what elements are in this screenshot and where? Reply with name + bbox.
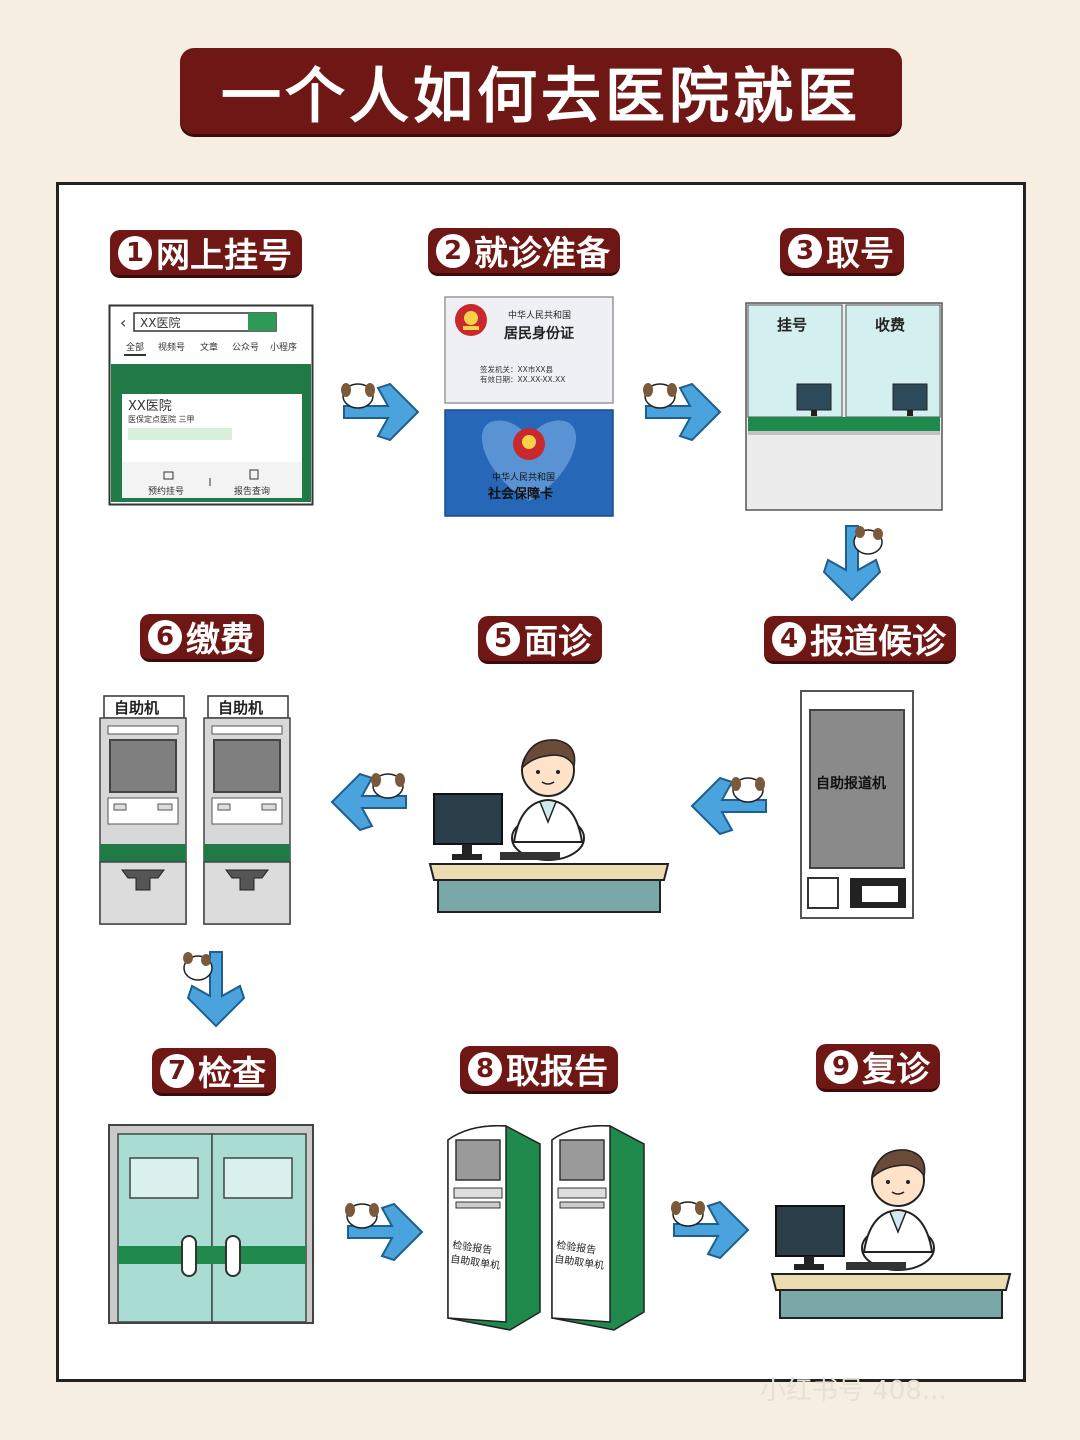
arrow-right-icon xyxy=(345,1202,424,1262)
step-8-number: 8 xyxy=(468,1051,502,1086)
checkin-kiosk-label: 自助报道机 xyxy=(816,775,886,792)
payment-kiosks-illustration: 自助机 自助机 xyxy=(99,695,291,925)
phone-search-illustration: ‹ XX医院 全部 视频号 文章 公众号 小程序 XX医院 医保定点医院 三甲 … xyxy=(108,304,314,506)
back-icon: ‹ xyxy=(120,313,126,332)
tab-article: 文章 xyxy=(200,341,218,353)
tab-all: 全部 xyxy=(126,341,144,353)
arrow-right-icon xyxy=(341,382,420,442)
door-handle-icon xyxy=(181,1235,197,1277)
report-machine-left: 检验报告 自助取单机 xyxy=(447,1125,541,1331)
id-card-country: 中华人民共和国 xyxy=(508,309,571,321)
step-3-number: 3 xyxy=(788,233,822,268)
hospital-tags: 医保定点医院 三甲 xyxy=(128,414,195,424)
social-card-country: 中华人民共和国 xyxy=(492,471,555,483)
computer-monitor-icon xyxy=(433,793,503,845)
watermark: 小红书号 408... xyxy=(760,1376,947,1406)
payment-kiosk-left-label: 自助机 xyxy=(114,699,159,717)
monitor-icon xyxy=(796,383,832,411)
arrow-right-icon xyxy=(671,1200,750,1260)
arrow-down-icon xyxy=(822,525,883,602)
tab-miniapp: 小程序 xyxy=(270,341,297,353)
page-title: 一个人如何去医院就医 xyxy=(180,48,902,134)
step-1-number: 1 xyxy=(118,235,152,270)
arrow-down-icon xyxy=(183,951,246,1028)
step-9-number: 9 xyxy=(824,1049,858,1084)
computer-monitor-icon xyxy=(775,1205,845,1257)
appointment-button: 预约挂号 xyxy=(148,485,184,497)
search-button xyxy=(248,313,276,331)
step-5-number: 5 xyxy=(486,621,520,656)
id-card-title: 居民身份证 xyxy=(504,325,574,342)
calendar-icon xyxy=(163,471,174,480)
registration-counter-illustration: 挂号 收费 xyxy=(745,302,943,511)
doctor-consultation-illustration xyxy=(428,739,670,913)
search-text: XX医院 xyxy=(140,316,180,330)
step-2-number: 2 xyxy=(436,233,470,268)
counter-registration-label: 挂号 xyxy=(777,316,807,334)
id-card-validity: 有效日期：XX.XX-XX.XX xyxy=(480,374,565,384)
tab-video: 视频号 xyxy=(158,341,185,353)
arrow-left-icon xyxy=(330,772,407,832)
report-machines-illustration: 检验报告 自助取单机 检验报告 自助取单机 xyxy=(447,1125,645,1331)
report-machine-right: 检验报告 自助取单机 xyxy=(551,1125,645,1331)
arrow-left-icon xyxy=(690,776,767,836)
social-card-title: 社会保障卡 xyxy=(487,486,553,502)
payment-kiosk-right: 自助机 xyxy=(203,695,291,925)
tab-official: 公众号 xyxy=(232,342,259,353)
payment-kiosk-right-label: 自助机 xyxy=(218,699,263,717)
payment-kiosk-left: 自助机 xyxy=(99,695,187,925)
id-card-issuer: 签发机关：XX市XX县 xyxy=(480,364,554,374)
id-cards-illustration: 中华人民共和国 居民身份证 签发机关：XX市XX县 有效日期：XX.XX-XX.… xyxy=(444,296,614,517)
counter-payment-label: 收费 xyxy=(875,316,905,334)
arrow-right-icon xyxy=(643,382,722,442)
door-handle-icon xyxy=(225,1235,241,1277)
report-query-button: 报告查询 xyxy=(234,485,270,497)
step-6-number: 6 xyxy=(148,619,182,654)
monitor-icon xyxy=(892,383,928,411)
step-7-number: 7 xyxy=(160,1053,194,1088)
step-4-number: 4 xyxy=(772,621,806,656)
checkin-kiosk-illustration: 自助报道机 xyxy=(800,690,914,919)
exam-room-doors-illustration xyxy=(108,1124,314,1324)
report-icon xyxy=(249,469,259,480)
hospital-name: XX医院 xyxy=(128,399,172,414)
followup-doctor-illustration xyxy=(770,1149,1012,1319)
